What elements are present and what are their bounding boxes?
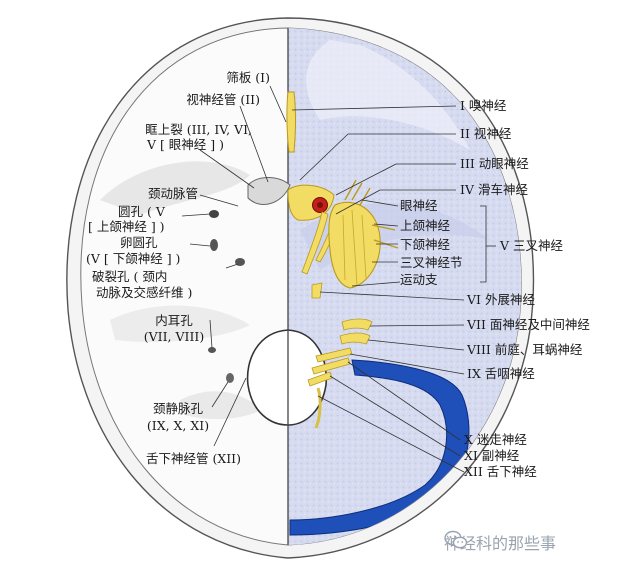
label-abducens-nerve: VI 外展神经 bbox=[467, 292, 535, 307]
label-foramen-lacerum: 破裂孔 ( 颈内 bbox=[92, 269, 168, 284]
accessory-nerve bbox=[307, 371, 333, 387]
label-foramen-rotundum: 圆孔 ( V bbox=[118, 204, 165, 219]
label-hypoglossal-nerve: XII 舌下神经 bbox=[464, 464, 537, 479]
label-internal-acoustic-meatus-2: (VII, VIII) bbox=[143, 329, 205, 344]
abducens-nerve bbox=[311, 282, 323, 299]
label-vestibulocochlear-nerve: VIII 前庭、耳蜗神经 bbox=[467, 342, 583, 357]
label-accessory-nerve: XI 副神经 bbox=[464, 448, 520, 463]
leader-lines-right bbox=[291, 105, 496, 473]
label-hypoglossal-canal: 舌下神经管 (XII) bbox=[146, 451, 242, 466]
label-internal-acoustic-meatus: 内耳孔 bbox=[155, 313, 193, 328]
label-superior-orbital-fissure-2: V [ 眼神经 ] ) bbox=[146, 137, 224, 152]
label-olfactory-nerve: I 嗅神经 bbox=[460, 98, 507, 113]
olfactory-nerve bbox=[286, 91, 296, 153]
internal-acoustic-meatus bbox=[208, 347, 216, 353]
jugular-foramen bbox=[226, 373, 234, 383]
label-trigeminal-ganglion: 三叉神经节 bbox=[400, 255, 463, 270]
oculomotor-nerve bbox=[301, 211, 329, 275]
label-foramen-ovale: 卵圆孔 bbox=[120, 235, 158, 250]
label-jugular-foramen-2: (IX, X, XI) bbox=[146, 418, 210, 433]
label-foramen-rotundum-2: [ 上颌神经 ] ) bbox=[88, 219, 165, 234]
leader-lines-left bbox=[181, 85, 287, 447]
hypoglossal-nerve bbox=[314, 387, 322, 429]
foramen-rotundum bbox=[209, 210, 219, 218]
label-oculomotor-nerve: III 动眼神经 bbox=[460, 156, 529, 171]
label-mandibular-nerve: 下颌神经 bbox=[400, 237, 451, 252]
label-foramen-lacerum-2: 动脉及交感纤维 ) bbox=[96, 285, 193, 300]
label-optic-canal: 视神经管 (II) bbox=[186, 92, 260, 107]
vestibulocochlear-nerve bbox=[339, 332, 371, 345]
label-jugular-foramen: 颈静脉孔 bbox=[152, 401, 203, 416]
vagus-nerve bbox=[311, 357, 351, 375]
watermark: 神经科的那些事 bbox=[444, 530, 556, 554]
label-ophthalmic-nerve: 眼神经 bbox=[400, 198, 438, 213]
watermark-text: 神经科的那些事 bbox=[444, 534, 557, 553]
label-facial-nerve: VII 面神经及中间神经 bbox=[467, 317, 590, 332]
venous-sinus bbox=[289, 359, 470, 536]
wechat-icon bbox=[444, 530, 468, 549]
foramen-ovale bbox=[210, 239, 218, 251]
facial-nerve bbox=[341, 318, 373, 331]
label-trigeminal-nerve: V 三叉神经 bbox=[500, 238, 564, 253]
label-superior-orbital-fissure: 眶上裂 (III, IV, VI, bbox=[145, 122, 252, 137]
label-glossopharyngeal-nerve: IX 舌咽神经 bbox=[467, 366, 535, 381]
label-cribriform-plate: 筛板 (I) bbox=[226, 70, 270, 85]
label-foramen-ovale-2: (V [ 下颌神经 ] ) bbox=[86, 251, 181, 266]
label-carotid-canal: 颈动脉管 bbox=[147, 186, 198, 201]
label-maxillary-nerve: 上颌神经 bbox=[400, 218, 451, 233]
label-vagus-nerve: X 迷走神经 bbox=[464, 432, 527, 447]
label-optic-nerve: II 视神经 bbox=[460, 126, 512, 141]
label-trochlear-nerve: IV 滑车神经 bbox=[460, 182, 528, 197]
label-motor-root: 运动支 bbox=[400, 272, 438, 287]
